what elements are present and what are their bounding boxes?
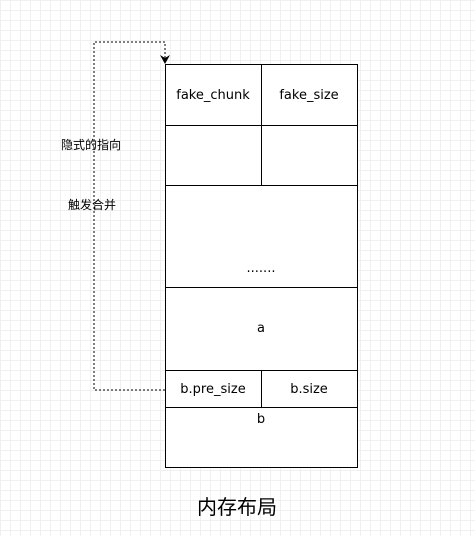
empty-right-cell — [261, 125, 358, 186]
chunk-b-label: b — [256, 412, 266, 427]
b-pre-size-label: b.pre_size — [180, 382, 246, 397]
diagram-caption: 内存布局 — [197, 495, 277, 519]
b-size-cell — [261, 370, 358, 408]
implicit-pointer-label: 隐式的指向 — [61, 138, 122, 152]
arrowhead-icon — [160, 55, 170, 64]
chunk-b-block — [165, 407, 358, 468]
fake-size-cell — [261, 64, 358, 126]
dotted-arrow-path — [93, 41, 166, 391]
ellipsis-label: ....... — [246, 261, 276, 276]
fake-chunk-label: fake_chunk — [176, 88, 250, 103]
b-size-label: b.size — [290, 382, 328, 397]
trigger-merge-label: 触发合并 — [68, 198, 117, 212]
b-pre-size-cell — [165, 370, 262, 408]
fake-size-label: fake_size — [279, 88, 339, 103]
empty-left-cell — [165, 125, 262, 186]
chunk-a-label: a — [257, 321, 265, 336]
